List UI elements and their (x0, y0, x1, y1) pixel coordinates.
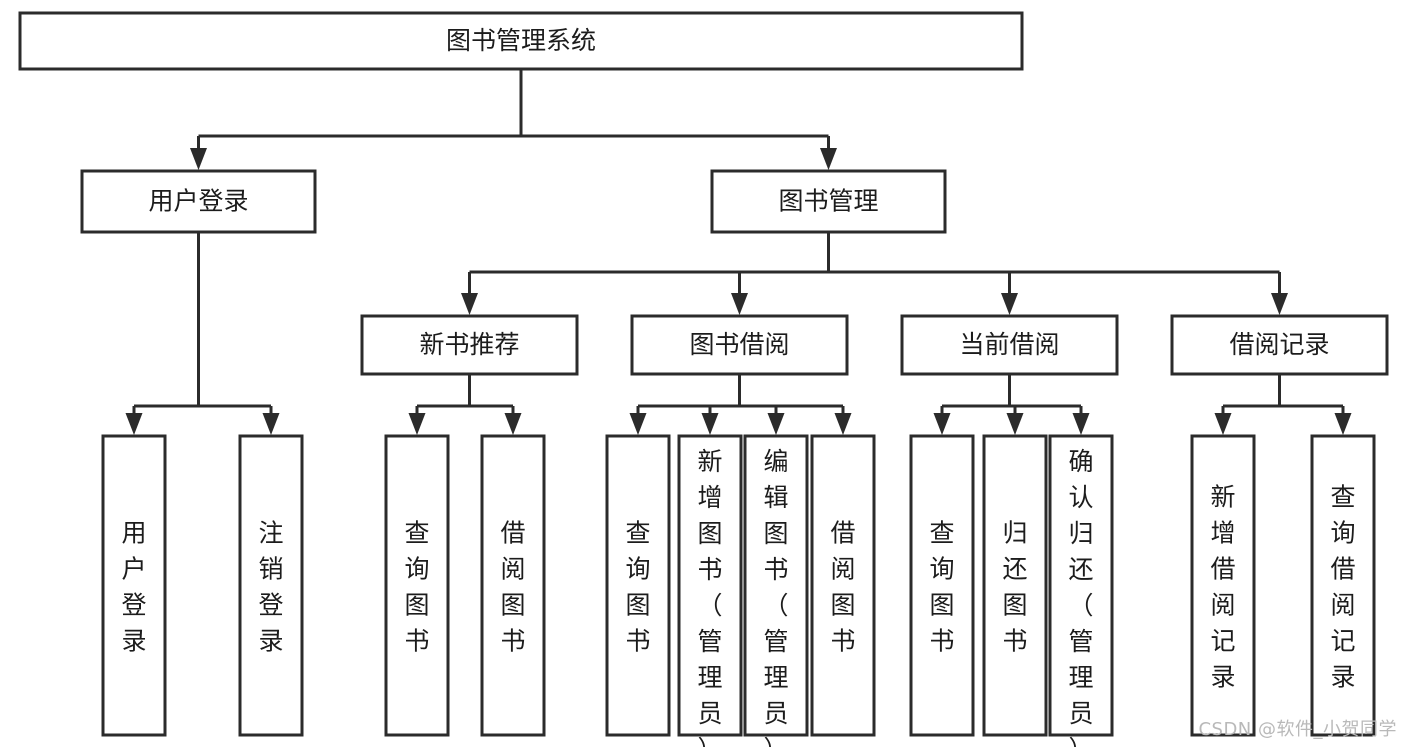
arrow-head-icon (767, 413, 785, 435)
node-label-leaf-borrow-book-2: 借阅图书 (830, 519, 855, 656)
node-box-leaf-edit-book (743, 434, 809, 737)
node-box-leaf-return-book (982, 434, 1048, 737)
node-leaf-borrow-book-2[interactable]: 借阅图书 (810, 434, 876, 737)
arrow-head-icon (504, 413, 522, 435)
node-label-new-book-rec: 新书推荐 (419, 330, 519, 359)
node-box-leaf-query-book-1 (384, 434, 450, 737)
node-label-leaf-query-record: 查询借阅记录 (1330, 483, 1355, 692)
node-box-book-manage (710, 169, 947, 234)
node-label-current-borrow: 当前借阅 (959, 330, 1059, 359)
node-box-book-borrow (630, 314, 849, 376)
node-label-leaf-query-book-2: 查询图书 (625, 519, 650, 656)
arrow-head-icon (1271, 293, 1288, 315)
node-box-current-borrow (900, 314, 1119, 376)
arrow-head-icon (834, 413, 852, 435)
node-box-new-book-rec (360, 314, 579, 376)
node-leaf-query-book-3[interactable]: 查询图书 (909, 434, 975, 737)
node-box-leaf-query-book-2 (605, 434, 671, 737)
node-label-leaf-edit-book: 编辑图书（管理员） (763, 447, 788, 747)
node-label-root: 图书管理系统 (446, 26, 596, 55)
arrow-head-icon (408, 413, 426, 435)
connector-group-new-book-rec (408, 374, 522, 435)
node-leaf-return-book[interactable]: 归还图书 (982, 434, 1048, 737)
connector-group-root (190, 69, 837, 170)
node-leaf-edit-book[interactable]: 编辑图书（管理员） (743, 434, 809, 747)
node-new-book-rec[interactable]: 新书推荐 (360, 314, 579, 376)
node-box-leaf-logout (238, 434, 304, 737)
node-leaf-logout[interactable]: 注销登录 (238, 434, 304, 737)
node-label-leaf-borrow-book-1: 借阅图书 (500, 519, 525, 656)
node-leaf-add-book[interactable]: 新增图书（管理员） (677, 434, 743, 747)
node-label-book-borrow: 图书借阅 (689, 330, 789, 359)
connector-group-current-borrow (933, 374, 1090, 435)
node-book-borrow[interactable]: 图书借阅 (630, 314, 849, 376)
arrow-head-icon (1072, 413, 1090, 435)
node-label-leaf-return-book: 归还图书 (1002, 519, 1027, 656)
node-label-leaf-query-book-1: 查询图书 (404, 519, 429, 656)
node-leaf-borrow-book-1[interactable]: 借阅图书 (480, 434, 546, 737)
node-box-leaf-add-record (1190, 434, 1256, 737)
node-root[interactable]: 图书管理系统 (18, 11, 1024, 71)
node-leaf-user-login[interactable]: 用户登录 (101, 434, 167, 737)
node-label-book-manage: 图书管理 (778, 187, 878, 216)
node-label-leaf-add-book: 新增图书（管理员） (697, 447, 722, 747)
node-layer: 图书管理系统用户登录图书管理新书推荐图书借阅当前借阅借阅记录用户登录注销登录查询… (18, 11, 1389, 747)
node-leaf-query-record[interactable]: 查询借阅记录 (1310, 434, 1376, 737)
arrow-head-icon (701, 413, 719, 435)
arrow-head-icon (731, 293, 748, 315)
node-leaf-query-book-2[interactable]: 查询图书 (605, 434, 671, 737)
node-leaf-add-record[interactable]: 新增借阅记录 (1190, 434, 1256, 737)
node-current-borrow[interactable]: 当前借阅 (900, 314, 1119, 376)
arrow-head-icon (190, 148, 207, 170)
node-label-borrow-record: 借阅记录 (1229, 330, 1329, 359)
arrow-head-icon (262, 413, 280, 435)
node-box-leaf-query-record (1310, 434, 1376, 737)
node-box-leaf-borrow-book-1 (480, 434, 546, 737)
node-label-leaf-add-record: 新增借阅记录 (1210, 483, 1235, 692)
node-box-user-login (80, 169, 317, 234)
arrow-head-icon (1006, 413, 1024, 435)
node-leaf-query-book-1[interactable]: 查询图书 (384, 434, 450, 737)
connector-group-borrow-record (1214, 374, 1352, 435)
arrow-head-icon (820, 148, 837, 170)
node-box-leaf-borrow-book-2 (810, 434, 876, 737)
node-box-leaf-query-book-3 (909, 434, 975, 737)
arrow-head-icon (629, 413, 647, 435)
arrow-head-icon (1334, 413, 1352, 435)
node-box-leaf-user-login (101, 434, 167, 737)
node-user-login[interactable]: 用户登录 (80, 169, 317, 234)
csdn-watermark: CSDN @软件_小贺同学 (1198, 719, 1397, 740)
node-box-leaf-add-book (677, 434, 743, 737)
node-label-leaf-confirm-return: 确认归还（管理员） (1068, 447, 1093, 747)
node-label-user-login: 用户登录 (148, 187, 248, 216)
node-label-leaf-user-login: 用户登录 (121, 519, 146, 656)
node-book-manage[interactable]: 图书管理 (710, 169, 947, 234)
arrow-head-icon (1214, 413, 1232, 435)
node-label-leaf-query-book-3: 查询图书 (929, 519, 954, 656)
node-box-leaf-confirm-return (1048, 434, 1114, 737)
arrow-head-icon (461, 293, 478, 315)
arrow-head-icon (933, 413, 951, 435)
arrow-head-icon (1001, 293, 1018, 315)
connector-group-book-borrow (629, 374, 852, 435)
connector-group-book-manage (461, 232, 1288, 315)
node-label-leaf-logout: 注销登录 (258, 519, 283, 656)
node-leaf-confirm-return[interactable]: 确认归还（管理员） (1048, 434, 1114, 747)
connector-group-user-login (125, 232, 280, 435)
node-box-root (18, 11, 1024, 71)
node-box-borrow-record (1170, 314, 1389, 376)
connector-layer (125, 69, 1352, 435)
arrow-head-icon (125, 413, 143, 435)
node-borrow-record[interactable]: 借阅记录 (1170, 314, 1389, 376)
